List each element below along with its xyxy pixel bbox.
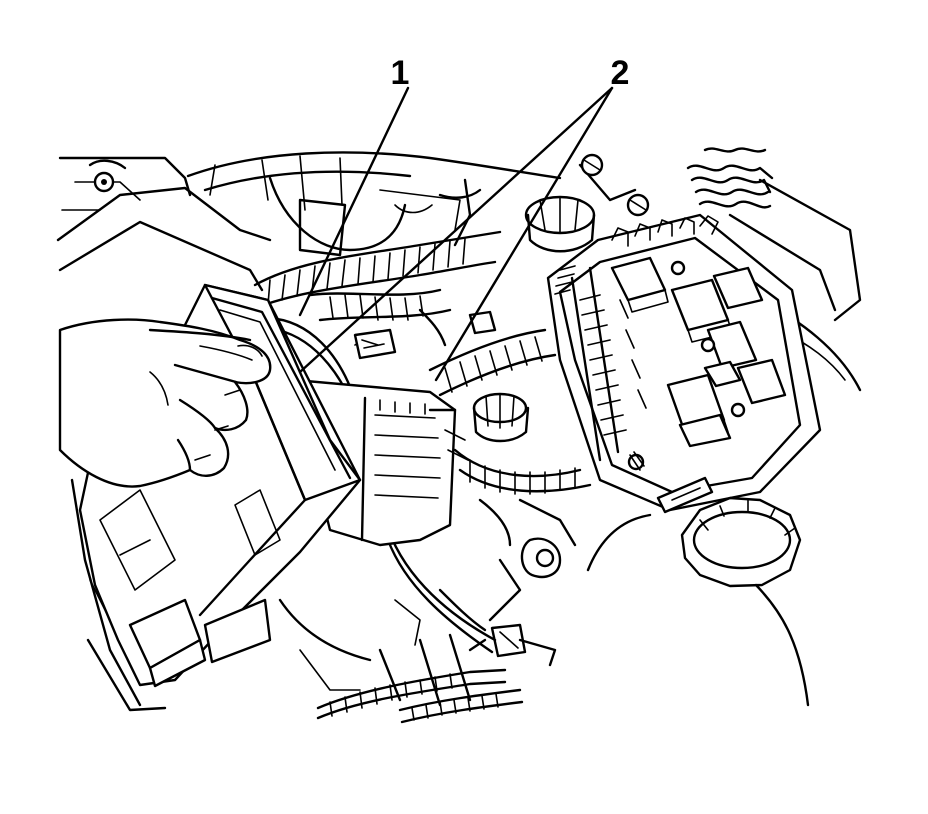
wiring-harness xyxy=(248,230,592,724)
misc-engine-details xyxy=(278,178,577,691)
callout-1-leader xyxy=(298,86,410,317)
callout-2-leader-b xyxy=(434,86,614,382)
callout-2-leader-a xyxy=(298,86,614,374)
mount-bolts xyxy=(578,153,650,217)
callout-1-label: 1 xyxy=(391,54,410,92)
wave-connector-tabs xyxy=(686,147,774,209)
cable-clip xyxy=(468,623,557,667)
reservoir-caps xyxy=(472,195,810,707)
callout-2-label: 2 xyxy=(611,54,630,92)
fuse-relay-block xyxy=(546,213,822,514)
callout-leaders xyxy=(298,86,614,382)
technician-hand xyxy=(58,318,272,488)
